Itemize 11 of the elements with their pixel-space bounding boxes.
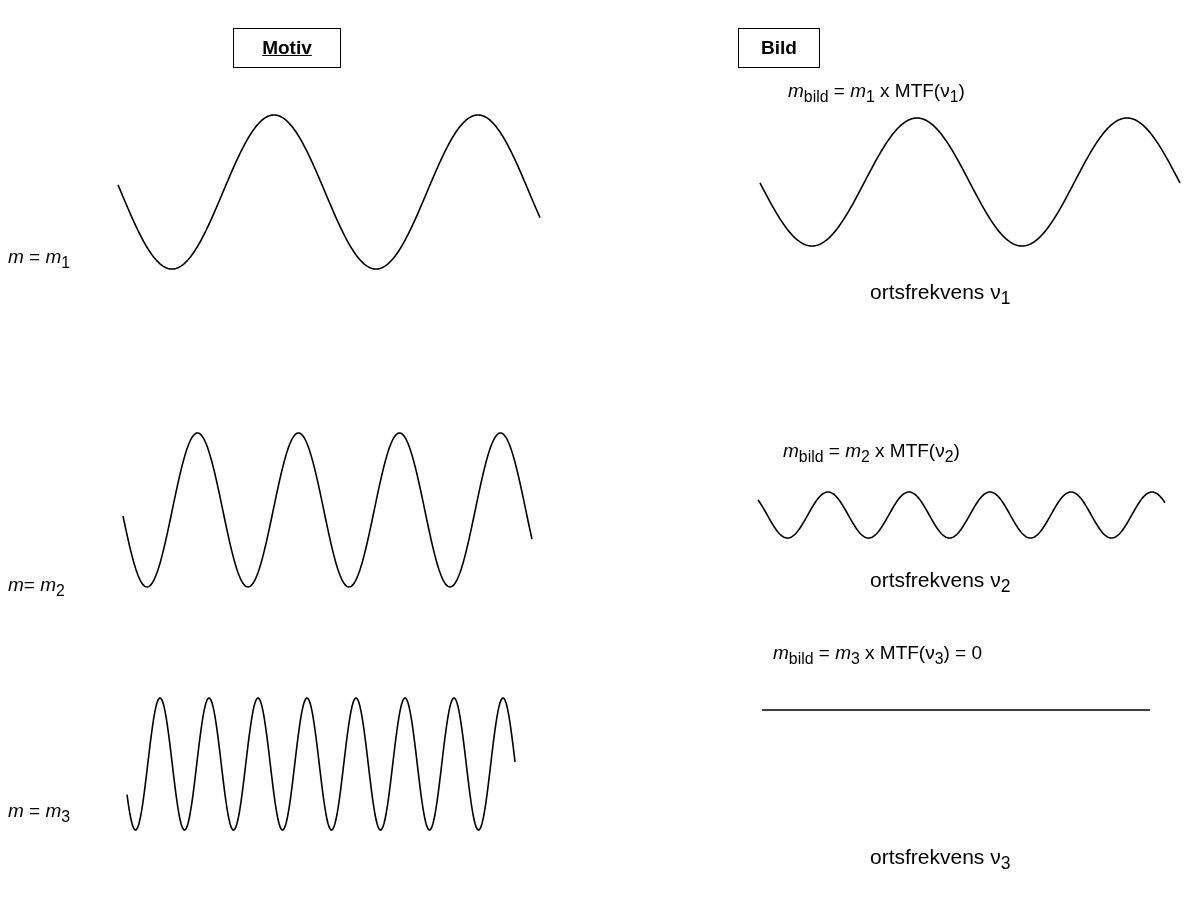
heading-box: Motiv	[233, 28, 341, 68]
heading-box: Bild	[738, 28, 820, 68]
formula-text: m$_{bild}$ = m$_{1}$ x MTF(ν$_{1}$)	[788, 80, 965, 106]
axis-caption: ortsfrekvens ν$_{2}$	[870, 568, 1011, 598]
axis-caption: ortsfrekvens ν$_{3}$	[870, 845, 1011, 875]
formula-text: m = m$_{3}$	[8, 800, 71, 826]
formula-text: m$_{bild}$ = m$_{3}$ x MTF(ν$_{3}$) = 0	[773, 642, 983, 668]
formula-text: m$_{bild}$ = m$_{2}$ x MTF(ν$_{2}$)	[783, 440, 960, 466]
formula-text: m= m$_{2}$	[8, 574, 65, 600]
formula-text: m = m$_{1}$	[8, 246, 71, 272]
axis-caption: ortsfrekvens ν$_{1}$	[870, 280, 1011, 310]
